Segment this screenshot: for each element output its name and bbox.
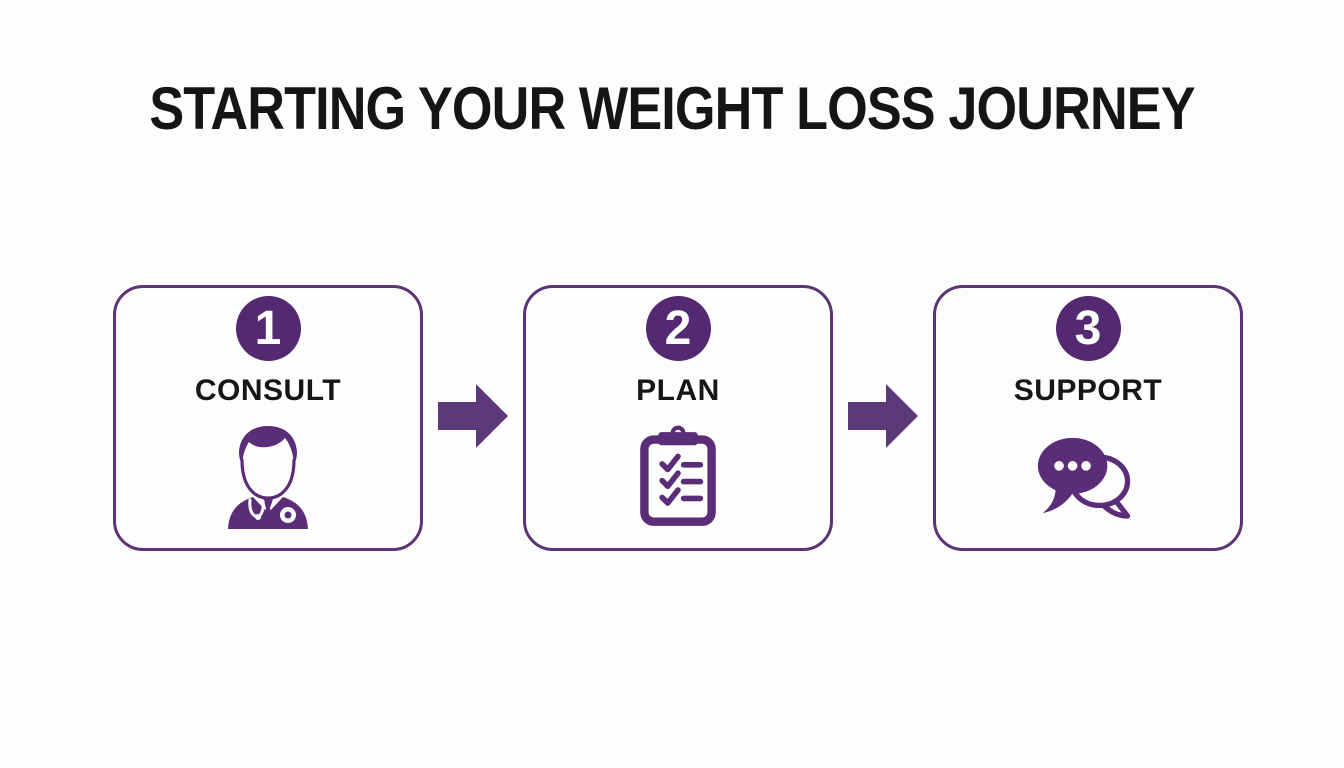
step-label: PLAN [636, 374, 720, 407]
step-card-support: 3 SUPPORT [933, 285, 1243, 551]
step-icon-box [216, 408, 320, 548]
steps-row: 1 CONSULT [0, 285, 1344, 551]
chat-bubbles-icon [1034, 427, 1142, 529]
step-icon-box [1034, 408, 1142, 548]
step-label: CONSULT [194, 374, 342, 407]
step-label: SUPPORT [1013, 374, 1163, 407]
connector-1 [438, 383, 508, 454]
page-title: STARTING YOUR WEIGHT LOSS JOURNEY [149, 75, 1195, 142]
step-card-plan: 2 PLAN [523, 285, 833, 551]
step-number-badge: 3 [1055, 296, 1121, 361]
connector-2 [848, 383, 918, 454]
doctor-icon [216, 423, 320, 534]
step-card-consult: 1 CONSULT [113, 285, 423, 551]
arrow-right-icon [848, 383, 918, 454]
checklist-clipboard-icon [636, 421, 720, 536]
step-number-badge: 1 [235, 296, 301, 361]
step-number-badge: 2 [645, 296, 711, 361]
arrow-right-icon [438, 383, 508, 454]
step-icon-box [636, 408, 720, 548]
